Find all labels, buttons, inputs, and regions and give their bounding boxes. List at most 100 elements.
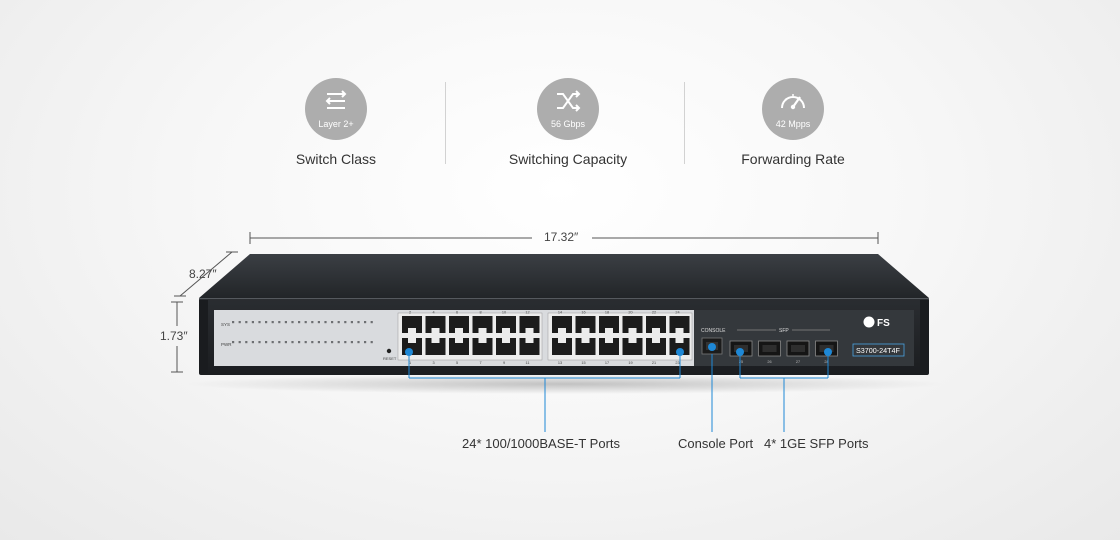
port-number: 20 xyxy=(628,311,632,315)
port-number: 2 xyxy=(409,311,411,315)
led-indicator xyxy=(364,321,367,324)
led-indicator xyxy=(238,321,241,324)
led-indicator xyxy=(350,321,353,324)
sfp-number: 27 xyxy=(796,360,800,364)
rj45-port[interactable] xyxy=(402,316,422,333)
reset-button[interactable] xyxy=(386,348,392,354)
console-port-callout: Console Port xyxy=(678,436,754,451)
rj45-port[interactable] xyxy=(519,338,540,355)
led-indicator xyxy=(245,321,248,324)
pwr-led-label: PWR xyxy=(221,342,232,347)
led-indicator xyxy=(311,341,314,344)
rj45-port[interactable] xyxy=(425,316,446,333)
switch-class-caption: Switch Class xyxy=(295,151,377,167)
led-indicator xyxy=(331,321,334,324)
rj45-port[interactable] xyxy=(449,316,469,333)
brand-logo xyxy=(863,316,875,328)
rj45-port[interactable] xyxy=(425,338,446,355)
rj45-port[interactable] xyxy=(669,338,690,355)
rj45-port[interactable] xyxy=(599,338,619,355)
callout-dots xyxy=(405,343,832,356)
led-indicator xyxy=(304,321,307,324)
sfp-ports-callout: 4* 1GE SFP Ports xyxy=(764,436,869,451)
rj45-port[interactable] xyxy=(472,316,493,333)
led-indicator xyxy=(265,321,268,324)
led-indicator xyxy=(357,321,360,324)
uplink-panel xyxy=(694,310,914,366)
switching-capacity-icon xyxy=(557,90,581,112)
divider xyxy=(445,82,446,164)
port-number: 9 xyxy=(503,361,505,365)
forwarding-rate-badge: 42 Mpps xyxy=(762,78,824,140)
rj45-port[interactable] xyxy=(519,316,540,333)
led-indicator xyxy=(291,341,294,344)
led-row-bottom xyxy=(232,341,373,344)
led-indicator xyxy=(271,341,274,344)
port-number: 15 xyxy=(581,361,585,365)
rj45-port[interactable] xyxy=(449,338,469,355)
rj45-port[interactable] xyxy=(575,338,596,355)
port-number: 8 xyxy=(479,311,481,315)
port-number: 1 xyxy=(409,361,411,365)
led-indicator xyxy=(232,341,235,344)
rj45-port[interactable] xyxy=(496,316,516,333)
chassis-top xyxy=(199,254,929,298)
feature-forwarding-rate: 42 Mpps Forwarding Rate xyxy=(693,78,893,167)
led-indicator xyxy=(370,341,373,344)
led-indicator xyxy=(344,321,347,324)
rj45-port[interactable] xyxy=(552,338,572,355)
led-indicator xyxy=(304,341,307,344)
model-label: S3700-24T4F xyxy=(856,346,901,355)
led-indicator xyxy=(364,341,367,344)
rj45-port[interactable] xyxy=(646,316,666,333)
led-indicator xyxy=(291,321,294,324)
led-indicator xyxy=(337,321,340,324)
led-indicator xyxy=(232,321,235,324)
rj45-port[interactable] xyxy=(552,316,572,333)
forwarding-rate-value: 42 Mpps xyxy=(775,119,811,129)
width-dimension-line xyxy=(249,232,879,244)
led-indicator xyxy=(298,341,301,344)
led-indicator xyxy=(357,341,360,344)
port-number: 14 xyxy=(558,311,562,315)
port-number: 18 xyxy=(605,311,609,315)
port-number: 5 xyxy=(456,361,458,365)
led-indicator xyxy=(317,341,320,344)
feature-switching-capacity: 56 Gbps Switching Capacity xyxy=(468,78,668,167)
port-number: 11 xyxy=(526,361,530,365)
led-indicator xyxy=(265,341,268,344)
led-indicator xyxy=(258,321,261,324)
port-number: 12 xyxy=(525,311,529,315)
port-number: 3 xyxy=(432,361,434,365)
depth-dimension-line xyxy=(174,251,238,297)
console-label: CONSOLE xyxy=(701,328,726,334)
led-indicator xyxy=(284,341,287,344)
rj45-port[interactable] xyxy=(646,338,666,355)
rj45-port[interactable] xyxy=(496,338,516,355)
rj45-port[interactable] xyxy=(575,316,596,333)
port-number: 16 xyxy=(581,311,585,315)
led-row-top xyxy=(232,321,373,324)
led-indicator xyxy=(278,321,281,324)
rj45-port[interactable] xyxy=(622,338,643,355)
switching-capacity-badge: 56 Gbps xyxy=(537,78,599,140)
led-indicator xyxy=(284,321,287,324)
led-indicator xyxy=(370,321,373,324)
led-indicator xyxy=(350,341,353,344)
led-indicator xyxy=(324,321,327,324)
rj45-port[interactable] xyxy=(472,338,493,355)
port-number: 10 xyxy=(502,311,506,315)
height-dimension-line xyxy=(171,301,183,373)
led-indicator xyxy=(311,321,314,324)
rj45-port[interactable] xyxy=(599,316,619,333)
rj45-port[interactable] xyxy=(622,316,643,333)
port-number: 7 xyxy=(479,361,481,365)
port-number: 24 xyxy=(675,311,679,315)
port-number: 22 xyxy=(652,311,656,315)
led-indicator xyxy=(278,341,281,344)
led-indicator xyxy=(251,321,254,324)
sys-led-label: SYS xyxy=(221,322,230,327)
forwarding-rate-icon xyxy=(781,94,805,110)
rj45-port[interactable] xyxy=(669,316,690,333)
